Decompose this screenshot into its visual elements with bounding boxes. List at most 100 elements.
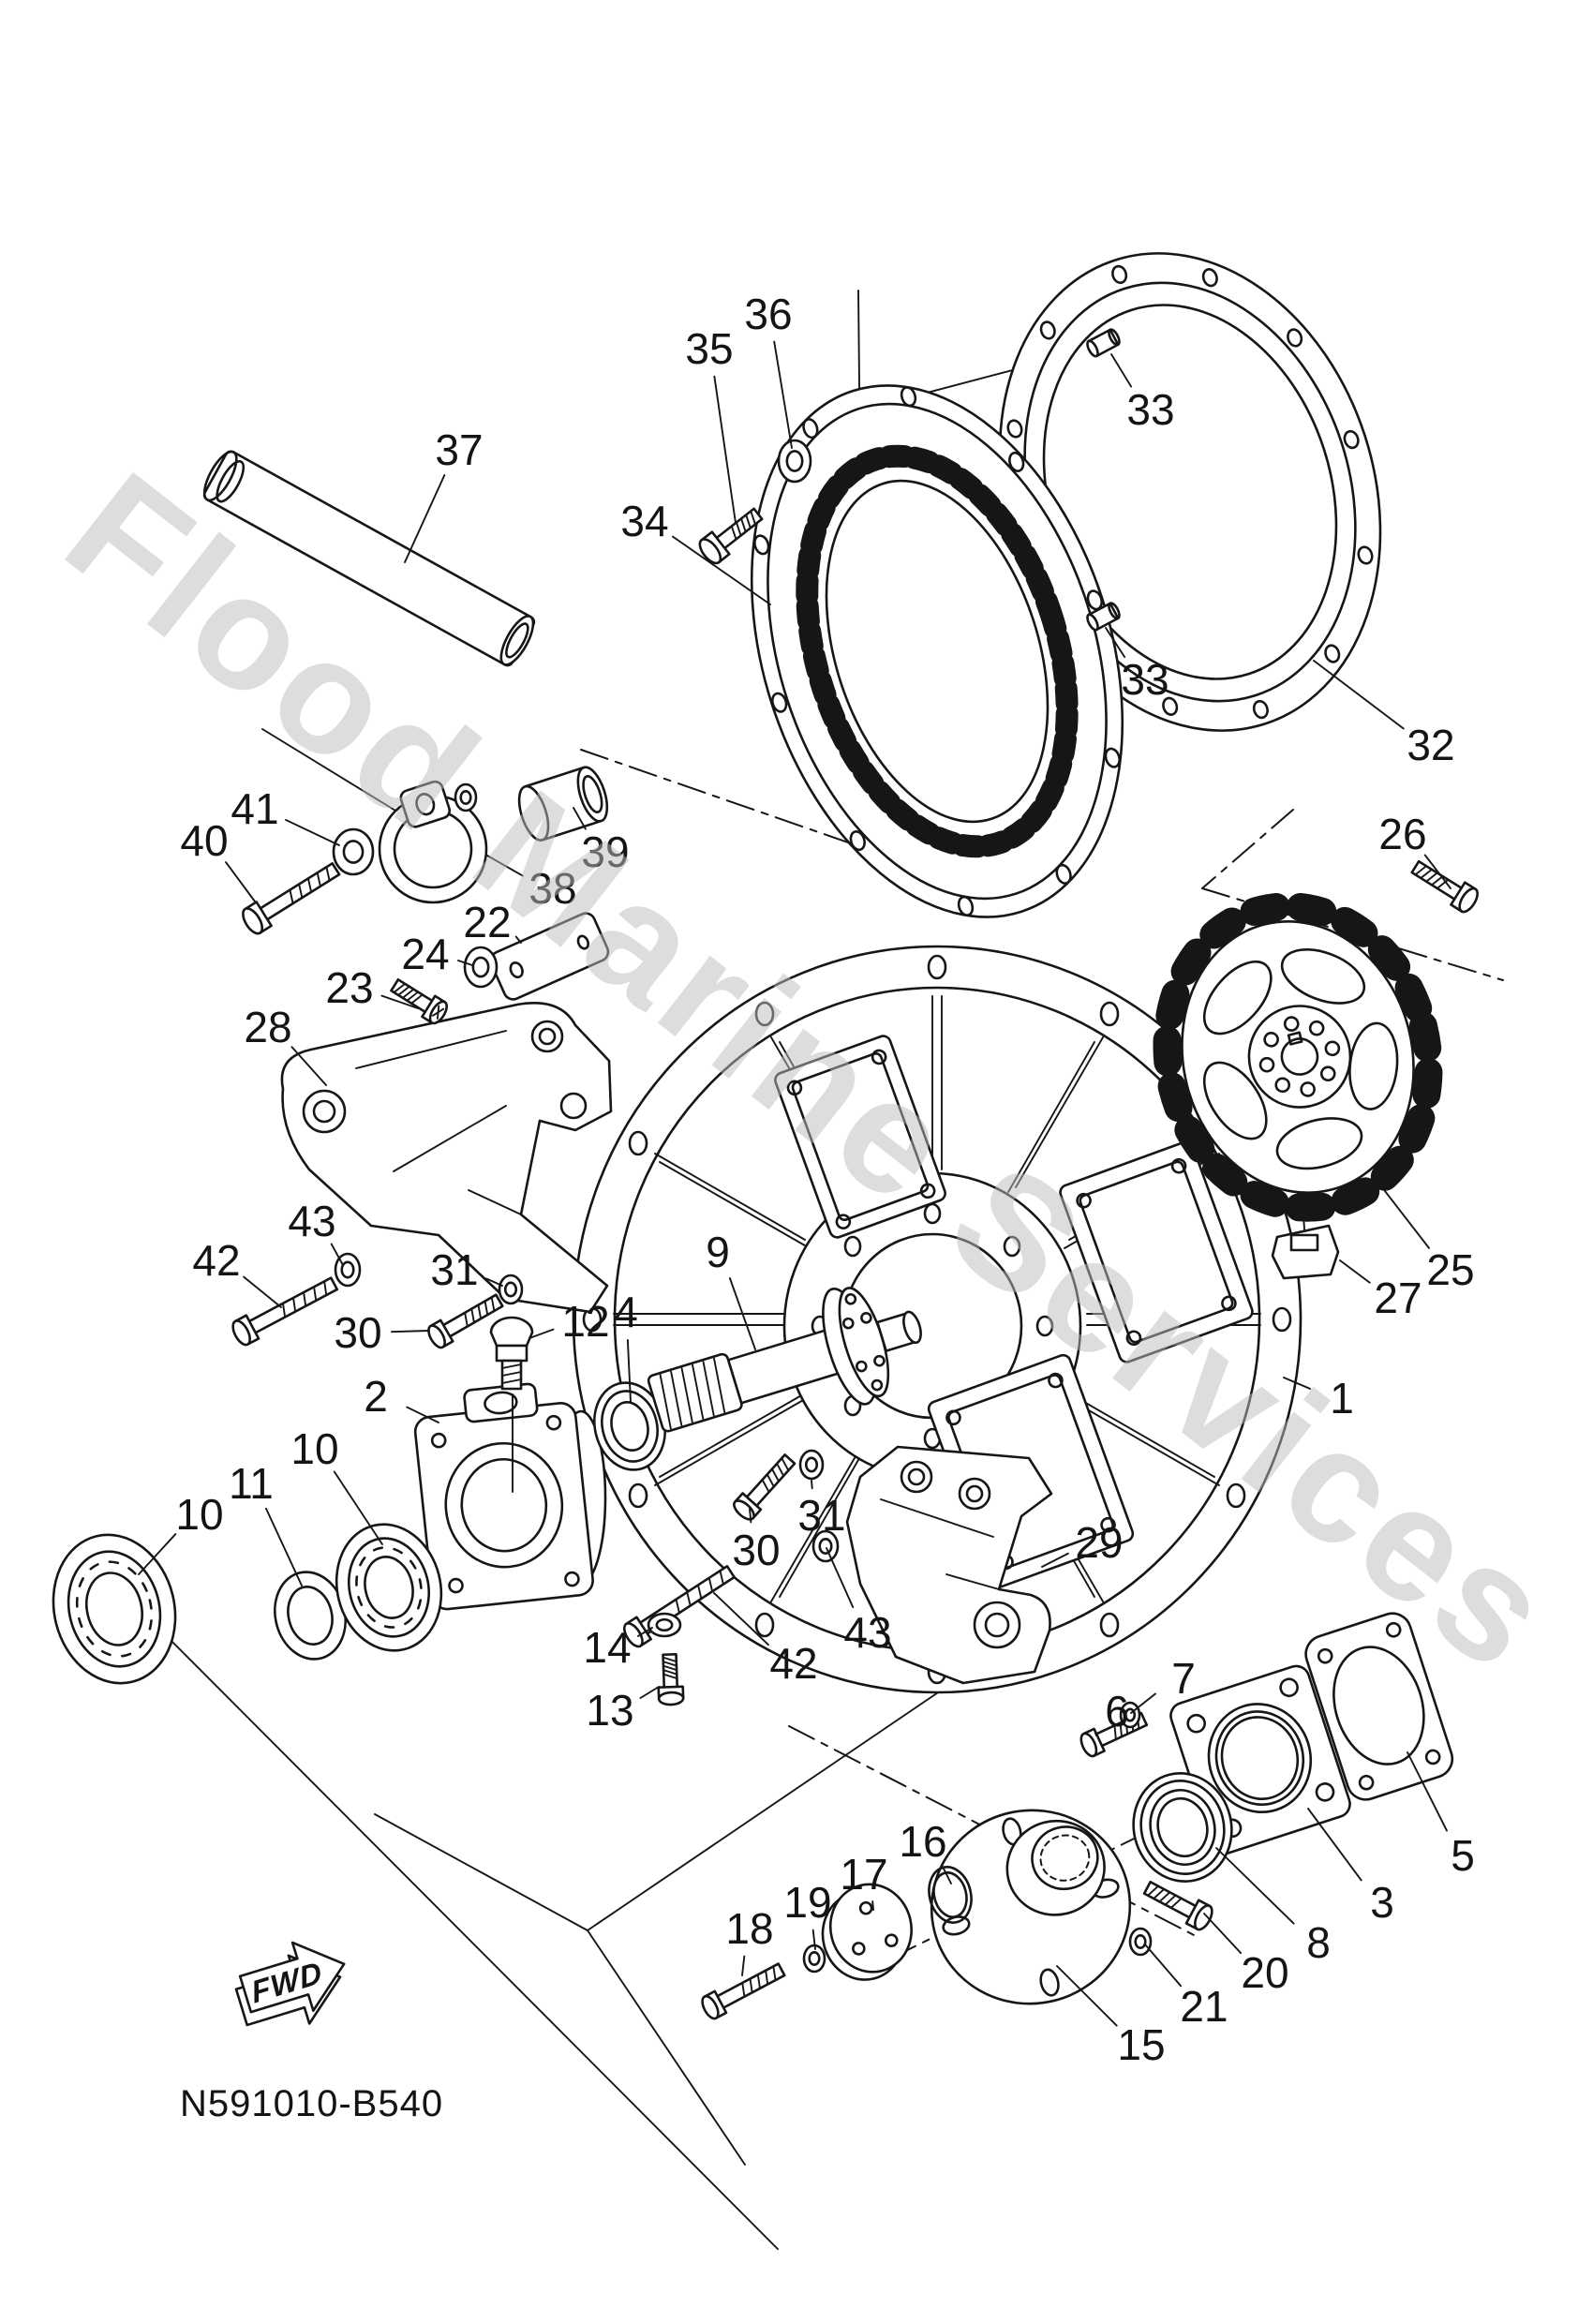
part-callout-29: 29 bbox=[1075, 1518, 1123, 1567]
part-callout-22: 22 bbox=[463, 898, 511, 946]
part-splined-shaft bbox=[647, 1287, 922, 1433]
callout-leader-16 bbox=[941, 1864, 952, 1885]
part-callout-8: 8 bbox=[1306, 1918, 1331, 1967]
callout-leader-18 bbox=[741, 1955, 746, 1976]
washer-14 bbox=[647, 1612, 682, 1638]
callout-leader-30 bbox=[391, 1330, 430, 1333]
callout-leader-13 bbox=[639, 1686, 660, 1699]
bolt-35 bbox=[698, 507, 764, 565]
part-callout-33: 33 bbox=[1121, 655, 1169, 704]
callout-leader-27 bbox=[1339, 1259, 1371, 1284]
part-ring-gear bbox=[750, 384, 1124, 918]
part-upper-bracket bbox=[280, 1002, 613, 1314]
screw-23 bbox=[390, 978, 448, 1025]
washer-31b bbox=[798, 1449, 825, 1481]
bolt-42a bbox=[231, 1276, 339, 1347]
callout-leader-29 bbox=[1041, 1552, 1069, 1568]
part-callout-10: 10 bbox=[290, 1424, 338, 1473]
callout-leader-39 bbox=[573, 807, 587, 830]
callout-leader-32 bbox=[1313, 660, 1405, 730]
callout-leader-25 bbox=[1377, 1182, 1430, 1249]
callout-leader-6 bbox=[1094, 1731, 1097, 1736]
callout-leader-31 bbox=[811, 1480, 813, 1490]
callout-leader-42 bbox=[243, 1275, 282, 1308]
callout-leader-1 bbox=[1283, 1377, 1312, 1390]
callout-leader-12 bbox=[528, 1328, 555, 1339]
part-drive-sprocket bbox=[1153, 892, 1443, 1222]
part-callout-38: 38 bbox=[528, 864, 576, 913]
part-callout-12: 12 bbox=[561, 1297, 609, 1346]
bolt-20 bbox=[1142, 1880, 1213, 1931]
part-gasket bbox=[1304, 1612, 1454, 1801]
callout-leader-14 bbox=[637, 1627, 653, 1637]
part-callout-42: 42 bbox=[192, 1236, 240, 1285]
part-callout-2: 2 bbox=[364, 1372, 388, 1421]
bolt-18 bbox=[701, 1962, 786, 2020]
part-callout-28: 28 bbox=[244, 1003, 291, 1051]
part-callout-21: 21 bbox=[1180, 1982, 1228, 2031]
washer-7 bbox=[1119, 1701, 1141, 1729]
part-callout-39: 39 bbox=[581, 827, 629, 876]
callout-leader-7 bbox=[1130, 1692, 1156, 1714]
part-callout-13: 13 bbox=[586, 1686, 633, 1735]
callout-leader-20 bbox=[1203, 1913, 1243, 1955]
part-callout-9: 9 bbox=[706, 1228, 730, 1276]
part-bearing-left bbox=[52, 1533, 177, 1685]
callout-leader-2 bbox=[406, 1406, 439, 1423]
callout-leader-42 bbox=[713, 1592, 769, 1646]
wheel-mount-frame-upper bbox=[774, 1035, 946, 1239]
callout-leader-22 bbox=[514, 935, 522, 944]
callout-leader-30 bbox=[749, 1508, 752, 1524]
part-callout-16: 16 bbox=[899, 1817, 946, 1866]
part-callout-26: 26 bbox=[1378, 810, 1426, 858]
part-callout-7: 7 bbox=[1171, 1654, 1196, 1703]
part-coupling-flange bbox=[930, 1809, 1132, 2005]
part-callout-34: 34 bbox=[620, 497, 668, 545]
part-callout-1: 1 bbox=[1330, 1374, 1354, 1423]
callout-leader-15 bbox=[1056, 1965, 1118, 2027]
callout-leader-43 bbox=[330, 1243, 344, 1266]
wheel-mount-frame-right bbox=[1059, 1140, 1254, 1363]
callout-leader-9 bbox=[728, 1277, 756, 1350]
part-callout-15: 15 bbox=[1117, 2020, 1165, 2069]
callout-leader-8 bbox=[1215, 1847, 1295, 1925]
washer-19 bbox=[802, 1944, 826, 1974]
part-callout-19: 19 bbox=[783, 1878, 831, 1927]
part-callout-24: 24 bbox=[401, 930, 449, 978]
washer-24 bbox=[463, 946, 499, 989]
pin-33b bbox=[1086, 602, 1121, 632]
washer-21 bbox=[1128, 1927, 1153, 1957]
part-callout-20: 20 bbox=[1241, 1948, 1288, 1997]
part-clamp-band bbox=[378, 780, 488, 904]
callout-leader-34 bbox=[672, 535, 771, 605]
part-callout-27: 27 bbox=[1374, 1274, 1422, 1322]
part-callout-6: 6 bbox=[1105, 1687, 1129, 1736]
callout-leader-24 bbox=[457, 960, 473, 966]
part-callout-10: 10 bbox=[175, 1490, 223, 1539]
part-callout-25: 25 bbox=[1426, 1245, 1474, 1294]
part-callout-11: 11 bbox=[229, 1459, 274, 1508]
bolt-26 bbox=[1410, 859, 1479, 914]
callout-leader-36 bbox=[773, 340, 793, 449]
part-callout-37: 37 bbox=[435, 425, 483, 474]
part-callout-4: 4 bbox=[614, 1288, 638, 1336]
callout-leader-11 bbox=[265, 1507, 303, 1587]
part-callout-30: 30 bbox=[334, 1308, 381, 1357]
part-callout-32: 32 bbox=[1407, 721, 1454, 769]
part-axle-tube bbox=[202, 450, 536, 667]
part-callout-3: 3 bbox=[1370, 1878, 1394, 1927]
pin-33a bbox=[1086, 328, 1121, 358]
callout-leader-21 bbox=[1144, 1944, 1183, 1988]
washer-41 bbox=[332, 827, 375, 876]
hardware-layer bbox=[231, 328, 1479, 2020]
callout-leader-38 bbox=[486, 855, 524, 877]
bolt-40 bbox=[242, 862, 341, 935]
part-callout-18: 18 bbox=[725, 1904, 773, 1953]
callout-leader-23 bbox=[380, 994, 419, 1009]
part-callout-41: 41 bbox=[231, 784, 278, 833]
part-grease-nipple bbox=[489, 1316, 534, 1493]
part-callout-14: 14 bbox=[583, 1623, 631, 1672]
callout-leader-19 bbox=[811, 1929, 816, 1950]
callout-leader-5 bbox=[1407, 1751, 1448, 1832]
